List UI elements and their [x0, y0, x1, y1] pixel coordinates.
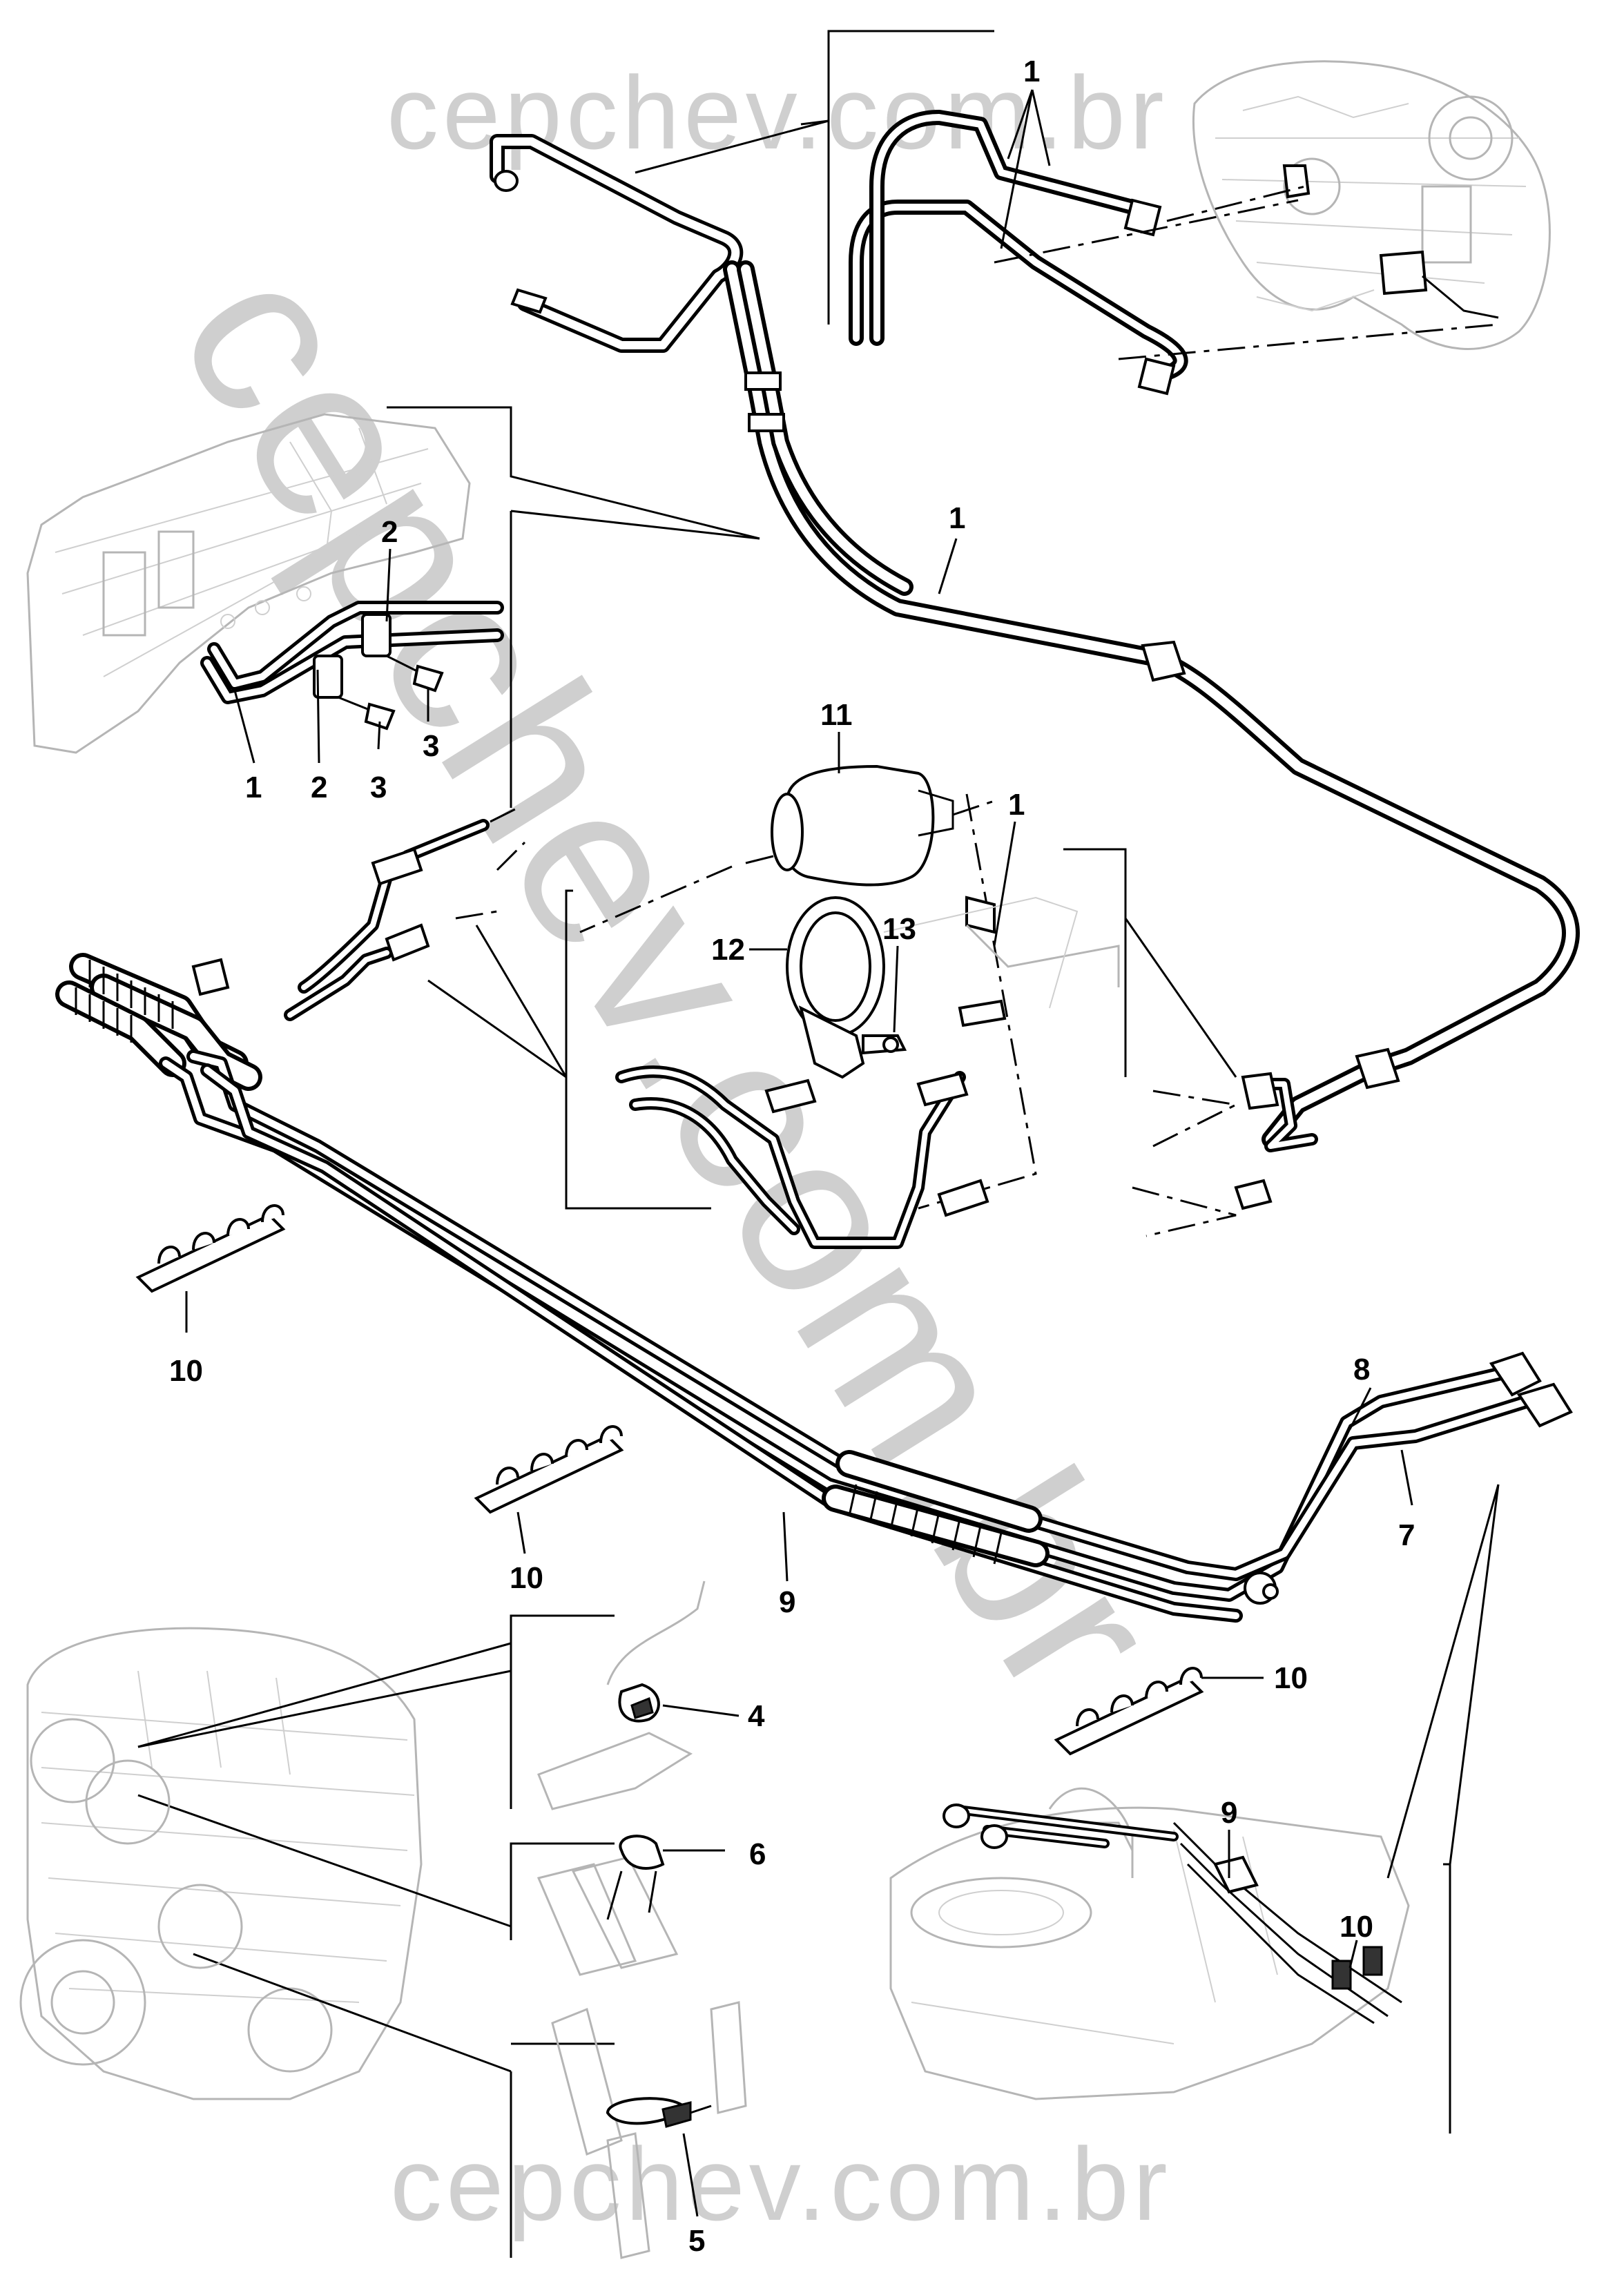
pipe-clip-left	[135, 1204, 286, 1293]
callout-5: 5	[688, 2224, 705, 2258]
callout-10-left: 10	[169, 1354, 203, 1388]
callout-8: 8	[1353, 1353, 1370, 1386]
hose-clip-5	[551, 2001, 747, 2259]
frame-clamp-pipes	[200, 601, 504, 731]
engine-clamp-detail-frames	[30, 1614, 615, 2258]
callout-labels: 1 1 2 1 2 3 3 11 1 12 13 10 10 9 8 7 10 …	[169, 55, 1415, 2258]
quick-connect-pipe-bundle	[284, 806, 519, 1021]
callout-9-tank: 9	[1221, 1796, 1237, 1830]
callout-2-lower: 2	[311, 771, 327, 804]
fuel-tank-illustration	[889, 1787, 1410, 2100]
callout-6: 6	[749, 1837, 766, 1871]
fuel-line-main-1	[723, 260, 1580, 1148]
callout-12: 12	[711, 933, 745, 967]
callout-10-tank: 10	[1340, 1910, 1373, 1944]
engine-bay-pipe-assembly-right	[849, 110, 1499, 396]
callout-10-mid: 10	[510, 1561, 543, 1595]
callout-7: 7	[1398, 1518, 1415, 1552]
callout-3-lower: 3	[370, 771, 387, 804]
callout-10-right: 10	[1274, 1661, 1308, 1695]
filter-connection-pipes	[615, 896, 1120, 1249]
rear-connector-detail	[1063, 848, 1318, 1237]
callout-1-main: 1	[949, 501, 965, 535]
callout-leaders	[185, 89, 1413, 2217]
callout-11: 11	[820, 698, 853, 732]
watermark-top: cepchev.com.br	[387, 55, 1168, 171]
hose-clip-6	[536, 1835, 679, 1976]
callout-2-upper: 2	[381, 515, 398, 549]
pipe-clip-mid	[474, 1425, 624, 1514]
engine-bay-pipe-segment-left	[490, 134, 744, 353]
watermark-bottom: cepchev.com.br	[390, 2126, 1172, 2242]
hose-clip-4	[537, 1580, 706, 1810]
engine-illustration-lower-left	[19, 1627, 423, 2100]
callout-13: 13	[882, 912, 916, 946]
tank-fuel-lines	[942, 1803, 1402, 2024]
clamp-detail-frame	[387, 406, 760, 808]
callout-1-bracket: 1	[245, 771, 262, 804]
engine-illustration-top-right	[1192, 60, 1551, 350]
callout-3-upper: 3	[423, 729, 439, 763]
callout-1-filter: 1	[1008, 788, 1025, 822]
fuel-filter	[579, 764, 995, 934]
pipe-clip-right	[1054, 1667, 1204, 1756]
callout-1-top: 1	[1023, 55, 1040, 88]
callout-4: 4	[748, 1699, 765, 1733]
callout-9-main: 9	[779, 1585, 795, 1619]
top-detail-bracket	[635, 30, 994, 325]
watermark-diagonal: cepchev.com.br	[130, 222, 1212, 1741]
filter-bracket	[786, 896, 907, 1079]
tank-detail-frame	[1386, 1484, 1500, 2134]
frame-rail-illustration	[26, 413, 471, 754]
